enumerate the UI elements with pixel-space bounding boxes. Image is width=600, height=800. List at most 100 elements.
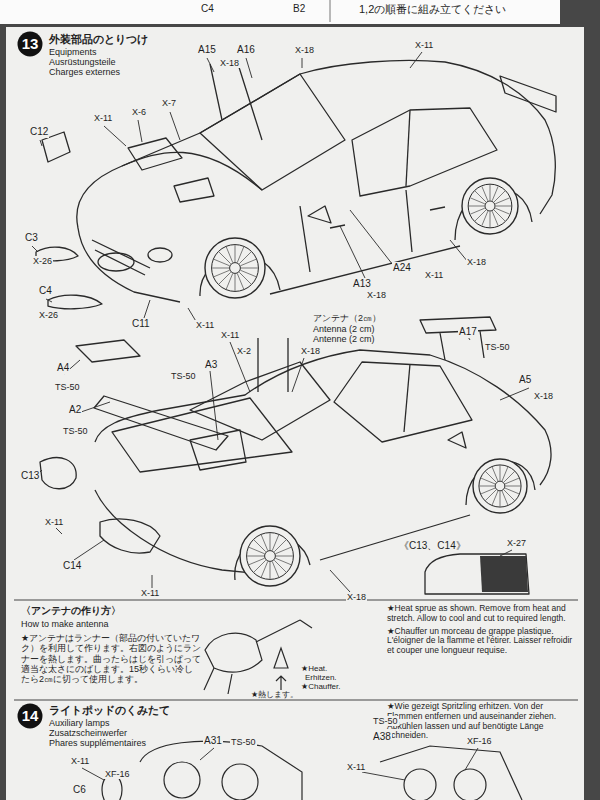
illustration-line [48, 295, 102, 309]
illustration-line [214, 270, 230, 276]
step-heading: 〈アンテナの作り方〉 [20, 605, 122, 617]
illustration-line [36, 61, 556, 309]
step-number: 14 [17, 703, 43, 729]
illustration-line [276, 556, 293, 557]
illustration-line [500, 76, 556, 112]
illustration-line [330, 0, 331, 22]
part-label: X-11 [220, 330, 240, 340]
caption-text: Antenna (2 cm) [312, 324, 376, 334]
part-label: X-18 [533, 391, 554, 401]
illustration-line [261, 535, 267, 551]
illustration-line [247, 556, 264, 557]
part-label: C13 [20, 470, 40, 482]
illustration-line [210, 64, 262, 140]
illustration-line [469, 206, 485, 207]
caption-text: Equipments [48, 47, 98, 57]
page-text: B2 [292, 3, 306, 15]
part-label: 《C13、C14》 [398, 540, 467, 552]
illustration-line [100, 519, 160, 553]
illustration-line [240, 526, 300, 586]
illustration-line [505, 486, 520, 487]
page-text: C4 [200, 3, 215, 15]
page-text: 1,2の順番に組み立てください [358, 3, 507, 16]
illustration-line [190, 362, 330, 440]
illustration-line [78, 228, 180, 302]
illustration-line [495, 198, 509, 204]
illustration-line [470, 208, 484, 214]
illustration-line [230, 332, 529, 400]
illustration-line [270, 533, 271, 550]
illustration-line [490, 212, 491, 228]
illustration-line [92, 240, 150, 275]
illustration-line [492, 211, 498, 225]
wheel [240, 526, 300, 586]
wheel [462, 178, 518, 234]
illustration-line [237, 274, 243, 290]
illustration-line [205, 633, 262, 672]
illustration-line [82, 748, 478, 780]
illustration-line [454, 769, 486, 800]
part-label: A31 [203, 735, 223, 747]
illustration-line [276, 676, 286, 690]
illustration-line [235, 245, 236, 262]
illustration-line [274, 648, 288, 668]
illustration-line [462, 178, 518, 234]
illustration-line [190, 430, 246, 470]
part-label: X-7 [161, 98, 177, 108]
part-label: X-11 [414, 40, 434, 50]
illustration-line [222, 764, 258, 800]
illustration-line [270, 246, 460, 294]
illustration-line [128, 138, 182, 170]
illustration-line [32, 140, 200, 330]
instruction-note: ★Heat sprue as shown. Remove from heat a… [386, 604, 580, 624]
illustration-line [492, 467, 498, 481]
illustration-line [479, 486, 494, 487]
illustration-line [448, 432, 466, 448]
part-label: X-26 [32, 256, 53, 266]
part-label: C3 [24, 232, 39, 244]
illustration-line [14, 700, 578, 701]
part-label: X-6 [131, 107, 147, 117]
illustration-line [320, 515, 470, 560]
part-label: TS-50 [54, 382, 81, 392]
illustration-line [30, 360, 512, 598]
instruction-note: ★アンテナはランナー（部品の付いていたワク）を利用して作ります。右図のようにラン… [20, 633, 202, 685]
part-label: X-11 [195, 320, 215, 330]
illustration-line [6, 27, 584, 800]
illustration-line [270, 562, 271, 579]
illustration-line [490, 185, 491, 201]
caption-text: Ausrüstungsteile [48, 57, 117, 67]
illustration-line [500, 465, 501, 480]
illustration-line [230, 263, 241, 274]
wheel [205, 238, 265, 298]
caption-text: ★Chauffer. [300, 682, 342, 691]
wheel [473, 459, 527, 513]
caption-text: Phares supplémentaires [48, 738, 147, 748]
part-label: X-18 [466, 257, 487, 267]
part-label: X-18 [294, 45, 315, 55]
illustration-line [500, 491, 501, 506]
illustration-line [468, 184, 512, 228]
part-label: A17 [458, 326, 478, 338]
part-label: C14 [62, 560, 82, 572]
part-label: A24 [392, 262, 412, 274]
step-number: 13 [17, 31, 43, 57]
illustration-line [340, 210, 468, 278]
illustration-line [249, 558, 265, 564]
illustration-line [94, 396, 228, 450]
illustration-line [40, 458, 76, 489]
illustration-line [480, 556, 528, 592]
illustration-line [148, 248, 172, 262]
caption-text: Charges externes [48, 67, 121, 77]
caption-text: ★Heat. [300, 664, 328, 673]
part-label: A4 [56, 362, 70, 374]
part-label: X-18 [366, 290, 387, 300]
illustration-line [308, 206, 331, 223]
illustration-line [212, 268, 229, 269]
part-label: A2 [68, 404, 82, 416]
illustration-line [200, 74, 345, 190]
illustration-line [473, 459, 527, 513]
part-label: X-11 [70, 756, 90, 766]
part-label: A15 [197, 44, 217, 56]
